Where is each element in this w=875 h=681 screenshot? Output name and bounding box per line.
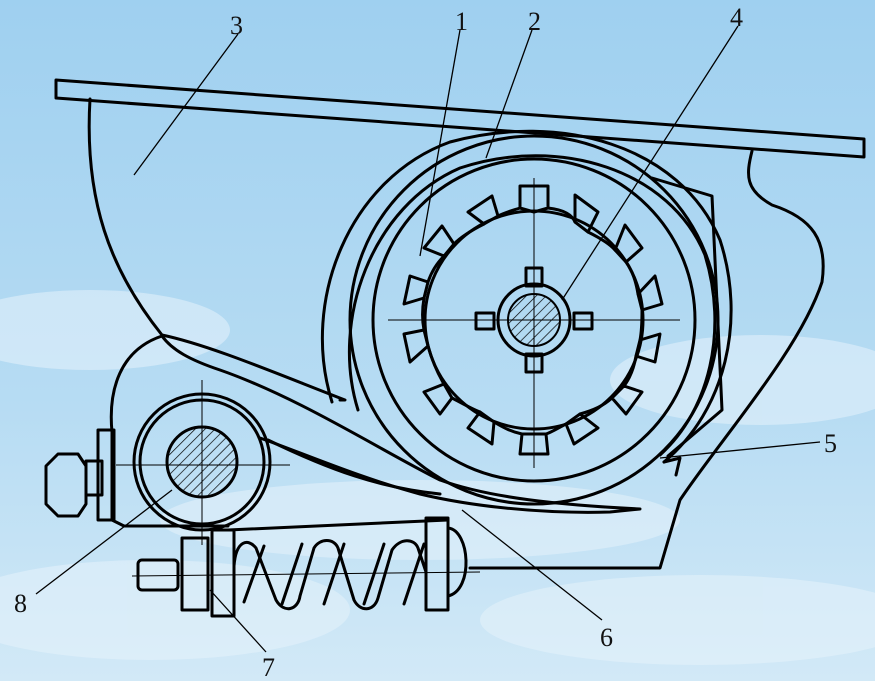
compression-spring	[136, 516, 468, 618]
leader-lines	[35, 25, 821, 653]
callout-5: 5	[824, 429, 837, 458]
centre-lines	[116, 178, 680, 577]
callout-2: 2	[528, 7, 541, 36]
spiral-spring	[320, 129, 733, 506]
brake-band	[266, 438, 442, 496]
callout-6: 6	[600, 623, 613, 652]
callout-labels: 1 2 3 4 5 6 7 8	[14, 3, 837, 681]
callout-1: 1	[455, 7, 468, 36]
callout-3: 3	[230, 11, 243, 40]
housing-right-wall	[468, 149, 825, 570]
callout-8: 8	[14, 589, 27, 618]
pivot	[44, 334, 272, 532]
callout-4: 4	[730, 3, 743, 32]
callout-7: 7	[262, 653, 275, 681]
mounting-plate	[54, 78, 866, 159]
